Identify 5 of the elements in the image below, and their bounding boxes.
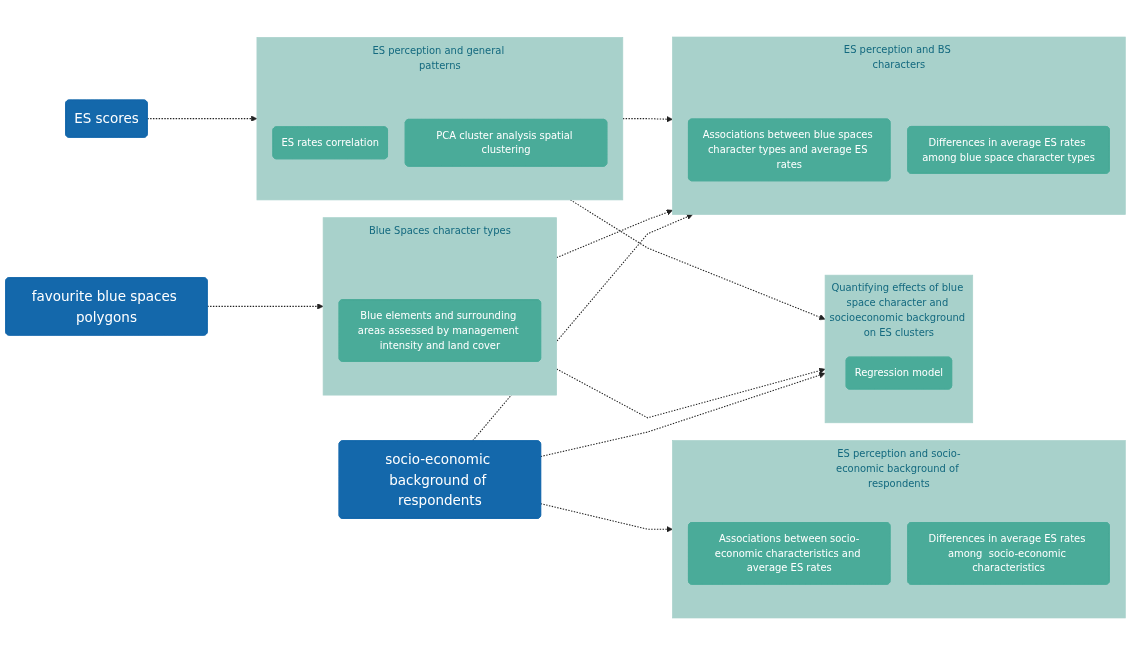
arrow: [540, 372, 826, 458]
arrow: [540, 503, 673, 533]
arrow: [622, 116, 673, 123]
arrow: [556, 367, 826, 419]
arrow: [556, 209, 673, 259]
